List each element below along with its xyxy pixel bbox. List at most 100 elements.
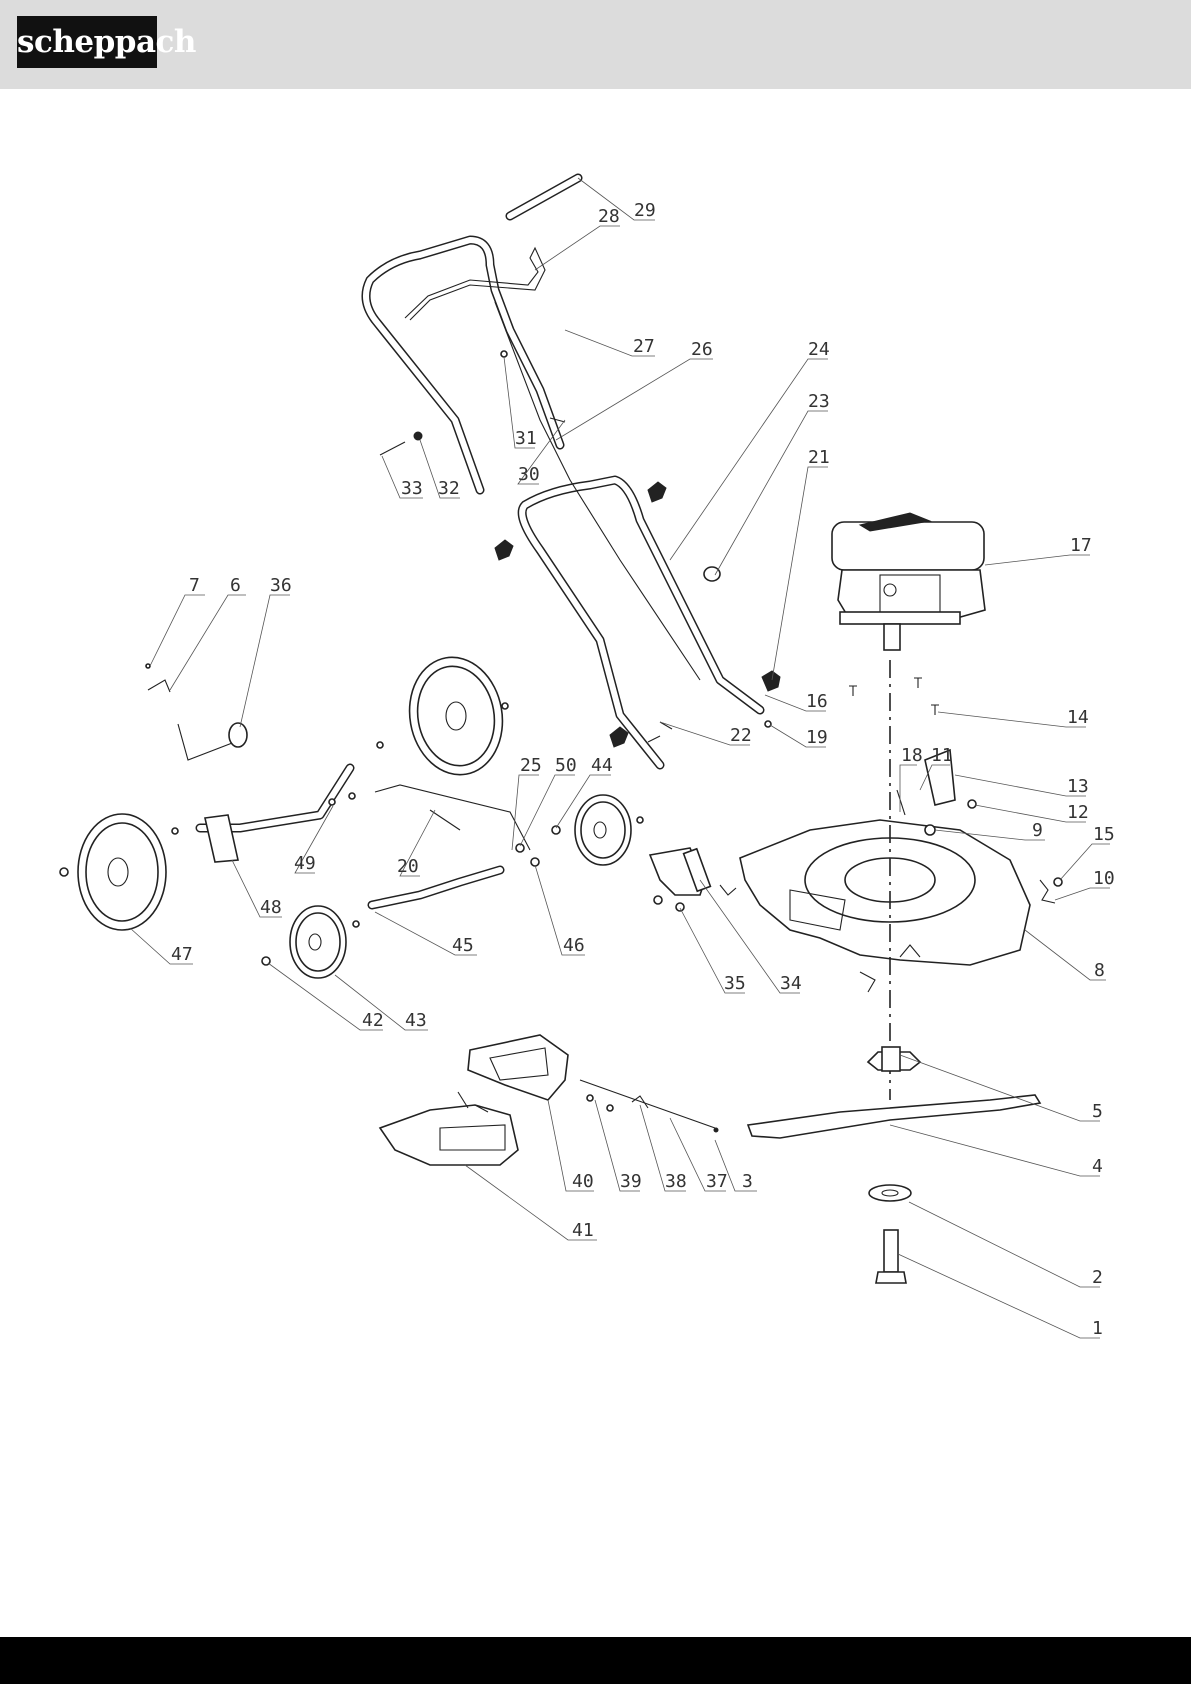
svg-text:34: 34 <box>780 973 802 994</box>
callout-21: 21 <box>772 447 830 680</box>
exploded-parts-diagram: 1 2 3 4 5 6 7 8 9 10 11 12 13 14 15 16 1… <box>0 89 1191 1637</box>
callout-35: 35 <box>680 908 746 994</box>
mower-deck <box>740 820 1030 965</box>
front-wheel-lower <box>290 906 346 978</box>
lower-handle <box>522 480 760 765</box>
callout-28: 28 <box>535 206 620 270</box>
callout-36: 36 <box>240 575 292 727</box>
svg-text:18: 18 <box>901 745 923 766</box>
svg-text:38: 38 <box>665 1171 687 1192</box>
svg-text:33: 33 <box>401 478 423 499</box>
catcher-rod <box>580 1080 718 1132</box>
callout-14: 14 <box>938 707 1089 728</box>
callout-23: 23 <box>715 391 830 575</box>
grass-catcher <box>380 1092 518 1165</box>
bail-lever <box>405 248 545 320</box>
callout-22: 22 <box>660 722 752 746</box>
svg-text:23: 23 <box>808 391 830 412</box>
callout-6: 6 <box>170 575 246 690</box>
callout-38: 38 <box>640 1105 687 1192</box>
svg-text:10: 10 <box>1093 868 1115 889</box>
callout-48: 48 <box>232 860 282 918</box>
svg-text:20: 20 <box>397 856 419 877</box>
svg-text:39: 39 <box>620 1171 642 1192</box>
svg-text:21: 21 <box>808 447 830 468</box>
callout-1: 1 <box>898 1254 1103 1339</box>
engine <box>832 513 985 650</box>
svg-text:11: 11 <box>931 745 953 766</box>
svg-text:8: 8 <box>1094 960 1105 981</box>
rear-flap-bracket <box>650 848 736 911</box>
callout-47: 47 <box>130 928 193 965</box>
blade-group <box>748 660 1040 1283</box>
callout-13: 13 <box>955 775 1089 797</box>
svg-text:37: 37 <box>706 1171 728 1192</box>
svg-text:25: 25 <box>520 755 542 776</box>
svg-text:35: 35 <box>724 973 746 994</box>
svg-text:49: 49 <box>294 853 316 874</box>
callout-7: 7 <box>150 575 205 666</box>
svg-text:7: 7 <box>189 575 200 596</box>
rear-wheel-lower <box>78 814 166 930</box>
svg-text:30: 30 <box>518 464 540 485</box>
callout-46: 46 <box>535 865 585 956</box>
svg-text:48: 48 <box>260 897 282 918</box>
callout-39: 39 <box>595 1100 642 1192</box>
callout-33: 33 <box>382 456 423 499</box>
callout-16: 16 <box>765 691 828 712</box>
callout-25: 25 <box>512 755 542 850</box>
callout-18: 18 <box>900 745 923 812</box>
callout-10: 10 <box>1055 868 1115 900</box>
svg-text:22: 22 <box>730 725 752 746</box>
svg-text:4: 4 <box>1092 1156 1103 1177</box>
callout-40: 40 <box>548 1100 594 1192</box>
axle-assemblies <box>200 768 530 905</box>
svg-text:17: 17 <box>1070 535 1092 556</box>
svg-text:46: 46 <box>563 935 585 956</box>
svg-text:26: 26 <box>691 339 713 360</box>
callout-4: 4 <box>890 1125 1103 1177</box>
svg-text:15: 15 <box>1093 824 1115 845</box>
callout-45: 45 <box>375 912 477 956</box>
svg-text:3: 3 <box>742 1171 753 1192</box>
callout-2: 2 <box>909 1202 1103 1288</box>
svg-text:9: 9 <box>1032 820 1043 841</box>
callout-32: 32 <box>420 440 460 499</box>
svg-text:31: 31 <box>515 428 537 449</box>
svg-text:40: 40 <box>572 1171 594 1192</box>
svg-text:43: 43 <box>405 1010 427 1031</box>
callouts: 1 2 3 4 5 6 7 8 9 10 11 12 13 14 15 16 1… <box>130 178 1115 1339</box>
svg-text:50: 50 <box>555 755 577 776</box>
mulch-insert <box>468 1035 568 1100</box>
callout-27: 27 <box>565 330 655 357</box>
engine-bolts <box>849 678 939 715</box>
svg-text:12: 12 <box>1067 802 1089 823</box>
svg-text:13: 13 <box>1067 776 1089 797</box>
callout-20: 20 <box>397 810 435 877</box>
upper-handle <box>366 240 560 490</box>
callout-19: 19 <box>770 725 828 748</box>
svg-text:28: 28 <box>598 206 620 227</box>
svg-text:41: 41 <box>572 1220 594 1241</box>
svg-text:27: 27 <box>633 336 655 357</box>
svg-text:1: 1 <box>1092 1318 1103 1339</box>
svg-text:2: 2 <box>1092 1267 1103 1288</box>
svg-text:14: 14 <box>1067 707 1089 728</box>
svg-text:29: 29 <box>634 200 656 221</box>
svg-text:16: 16 <box>806 691 828 712</box>
callout-24: 24 <box>670 339 830 560</box>
svg-text:19: 19 <box>806 727 828 748</box>
svg-text:32: 32 <box>438 478 460 499</box>
height-adjust-lever <box>146 664 247 760</box>
callout-17: 17 <box>985 535 1092 565</box>
page-footer-bar <box>0 1637 1191 1684</box>
rear-wheel-upper <box>400 650 511 782</box>
grip-tube <box>510 178 578 216</box>
brand-logo: scheppach <box>17 16 157 68</box>
svg-text:5: 5 <box>1092 1101 1103 1122</box>
svg-text:42: 42 <box>362 1010 384 1031</box>
callout-8: 8 <box>1025 930 1106 981</box>
svg-text:36: 36 <box>270 575 292 596</box>
svg-text:6: 6 <box>230 575 241 596</box>
svg-text:47: 47 <box>171 944 193 965</box>
